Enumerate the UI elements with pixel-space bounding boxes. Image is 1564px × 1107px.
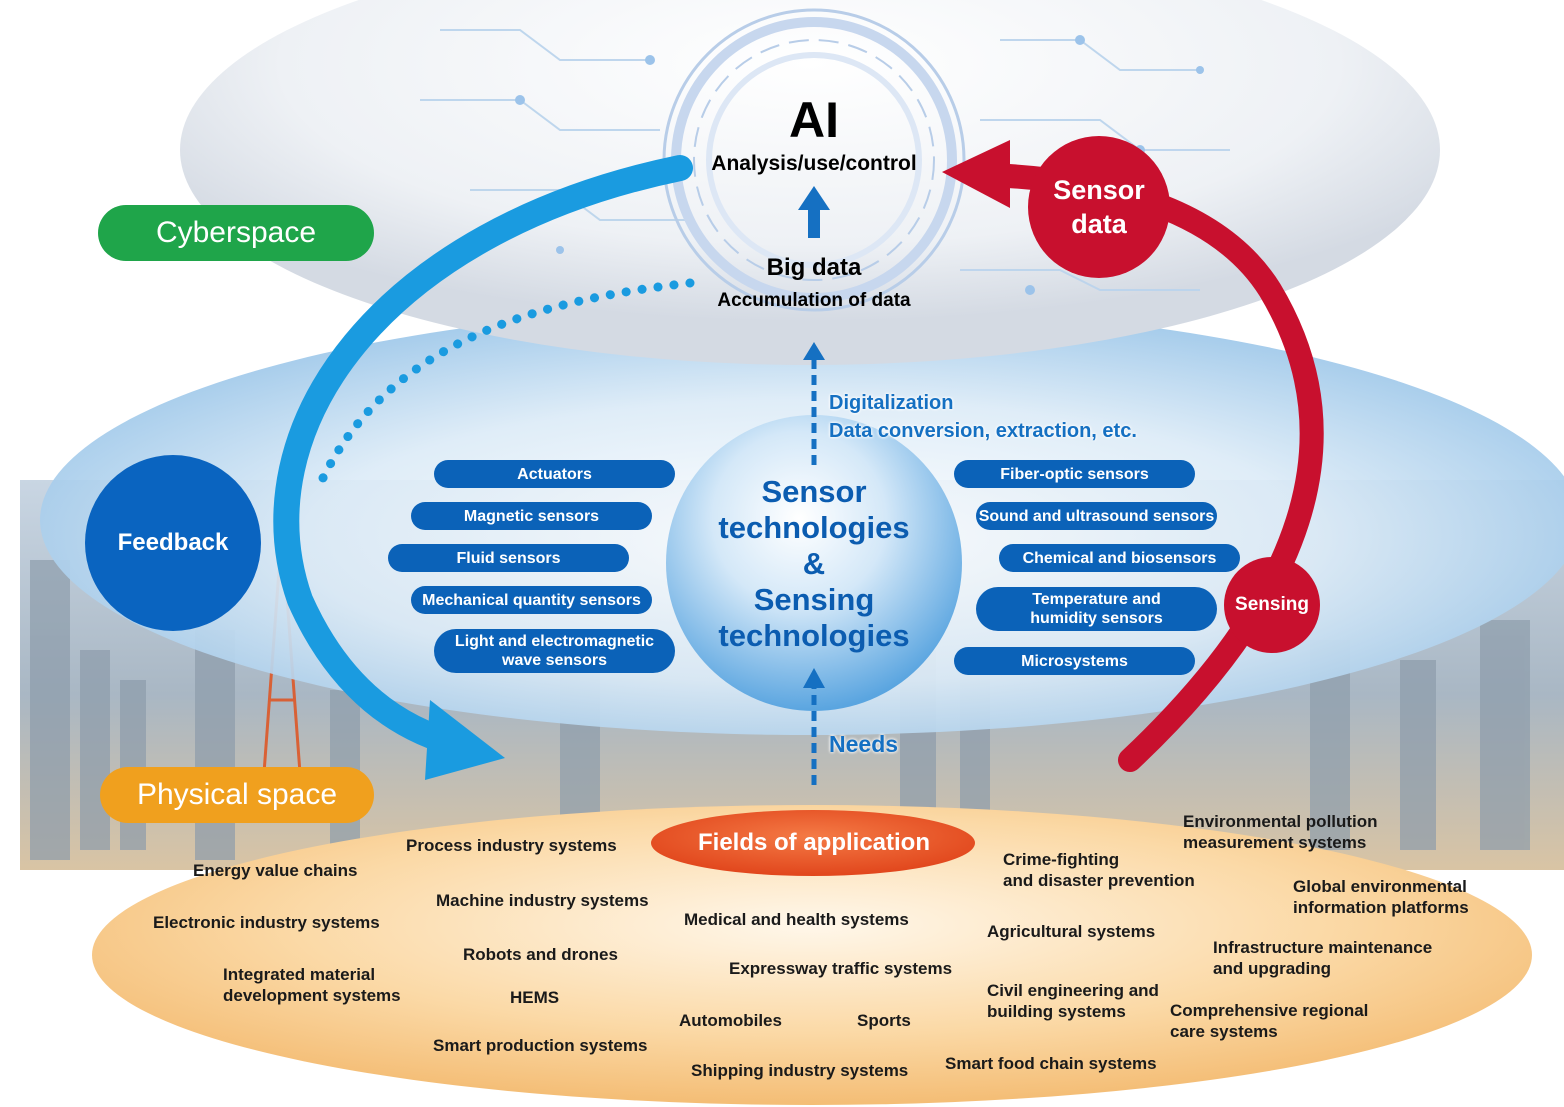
application-item: Smart production systems [433,1035,647,1056]
right-pill-temperature-humidity-sensors: Temperature and humidity sensors [976,587,1217,631]
application-item: Integrated material development systems [223,964,401,1006]
application-line1: Civil engineering and [987,981,1159,1000]
application-line2: and upgrading [1213,959,1332,978]
digitalization-label: Digitalization [829,392,954,414]
application-item: Smart food chain systems [945,1053,1157,1074]
application-line2: and disaster prevention [1003,871,1195,890]
left-pill-light-em-wave-sensors: Light and electromagnetic wave sensors [434,629,675,673]
right-pill-text-line1: Temperature and [1032,591,1161,608]
sensor-data-badge: Sensor data [1028,136,1170,278]
left-pill-text-line2: wave sensors [502,652,607,669]
application-item: Machine industry systems [436,890,649,911]
application-item: HEMS [510,987,559,1008]
application-item: Expressway traffic systems [729,958,952,979]
application-line1: Electronic industry systems [153,913,380,932]
needs-label: Needs [829,731,899,757]
application-line2: care systems [1170,1022,1278,1041]
left-pill-text: Actuators [517,465,592,483]
application-item: Crime-fighting and disaster prevention [1003,849,1195,891]
application-item: Global environmental information platform… [1293,876,1469,918]
application-item: Electronic industry systems [153,912,380,933]
left-pill-text: Mechanical quantity sensors [422,591,641,609]
application-item: Infrastructure maintenance and upgrading [1213,937,1432,979]
ai-title: AI [789,92,839,148]
left-pill-text: Magnetic sensors [463,507,600,525]
center-line4: Sensing [753,582,875,617]
application-line1: Integrated material [223,965,376,984]
big-data-subtitle: Accumulation of data [717,290,911,311]
application-line1: HEMS [510,988,560,1007]
application-line1: Crime-fighting [1003,850,1120,869]
application-line1: Comprehensive regional [1170,1001,1369,1020]
application-line1: Global environmental [1293,877,1467,896]
center-technologies: Sensor technologies & Sensing technologi… [690,474,938,654]
application-item: Civil engineering and building systems [987,980,1159,1022]
left-pill-mechanical-quantity-sensors: Mechanical quantity sensors [411,586,652,614]
application-line1: Smart food chain systems [945,1054,1157,1073]
application-line1: Medical and health systems [684,910,909,929]
right-pill-text-line2: humidity sensors [1030,610,1163,627]
application-item: Comprehensive regional care systems [1170,1000,1368,1042]
data-conversion-label: Data conversion, extraction, etc. [829,420,1137,442]
fields-of-application-label: Fields of application [697,829,931,856]
application-line1: Environmental pollution [1183,812,1378,831]
application-line1: Automobiles [679,1011,782,1030]
center-line2: technologies [718,510,910,545]
center-line3: & [802,546,826,581]
left-pill-text-line1: Light and electromagnetic [454,633,655,650]
application-item: Agricultural systems [987,921,1155,942]
left-pill-actuators: Actuators [434,460,675,488]
application-item: Robots and drones [463,944,618,965]
application-item: Process industry systems [406,835,617,856]
application-line1: Shipping industry systems [691,1061,909,1080]
application-item: Automobiles [679,1010,782,1031]
feedback-label: Feedback [85,455,261,631]
left-pill-magnetic-sensors: Magnetic sensors [411,502,652,530]
application-line2: measurement systems [1183,833,1367,852]
center-line1: Sensor [761,474,867,509]
application-line1: Machine industry systems [436,891,649,910]
center-line5: technologies [718,618,910,653]
application-line1: Expressway traffic systems [729,959,953,978]
cyberspace-label: Cyberspace [98,205,374,261]
physical-space-label: Physical space [100,767,374,823]
application-line1: Smart production systems [433,1036,648,1055]
right-pill-text: Sound and ultrasound sensors [978,507,1215,525]
sensing-label: Sensing [1224,557,1320,653]
right-pill-text: Fiber-optic sensors [1000,465,1149,483]
application-line1: Process industry systems [406,836,617,855]
right-pill-sound-ultrasound-sensors: Sound and ultrasound sensors [976,502,1217,530]
application-item: Shipping industry systems [691,1060,908,1081]
application-line1: Sports [857,1011,911,1030]
application-item: Medical and health systems [684,909,909,930]
application-line1: Robots and drones [463,945,618,964]
application-item: Sports [857,1010,911,1031]
application-item: Environmental pollution measurement syste… [1183,811,1378,853]
left-pill-fluid-sensors: Fluid sensors [388,544,629,572]
application-line2: information platforms [1293,898,1469,917]
left-pill-text: Fluid sensors [456,549,561,567]
big-data-title: Big data [766,254,862,281]
application-line2: building systems [987,1002,1126,1021]
application-line1: Agricultural systems [987,922,1156,941]
sensor-data-line1: Sensor [1053,175,1145,205]
application-line1: Infrastructure maintenance [1213,938,1433,957]
right-pill-text: Chemical and biosensors [1022,549,1217,567]
right-pill-text: Microsystems [1021,652,1128,670]
sensor-data-line2: data [1071,209,1127,239]
application-line2: development systems [223,986,401,1005]
right-pill-microsystems: Microsystems [954,647,1195,675]
application-line1: Energy value chains [193,861,358,880]
right-pill-chemical-biosensors: Chemical and biosensors [999,544,1240,572]
ai-subtitle: Analysis/use/control [711,152,917,175]
application-item: Energy value chains [193,860,357,881]
right-pill-fiber-optic-sensors: Fiber-optic sensors [954,460,1195,488]
